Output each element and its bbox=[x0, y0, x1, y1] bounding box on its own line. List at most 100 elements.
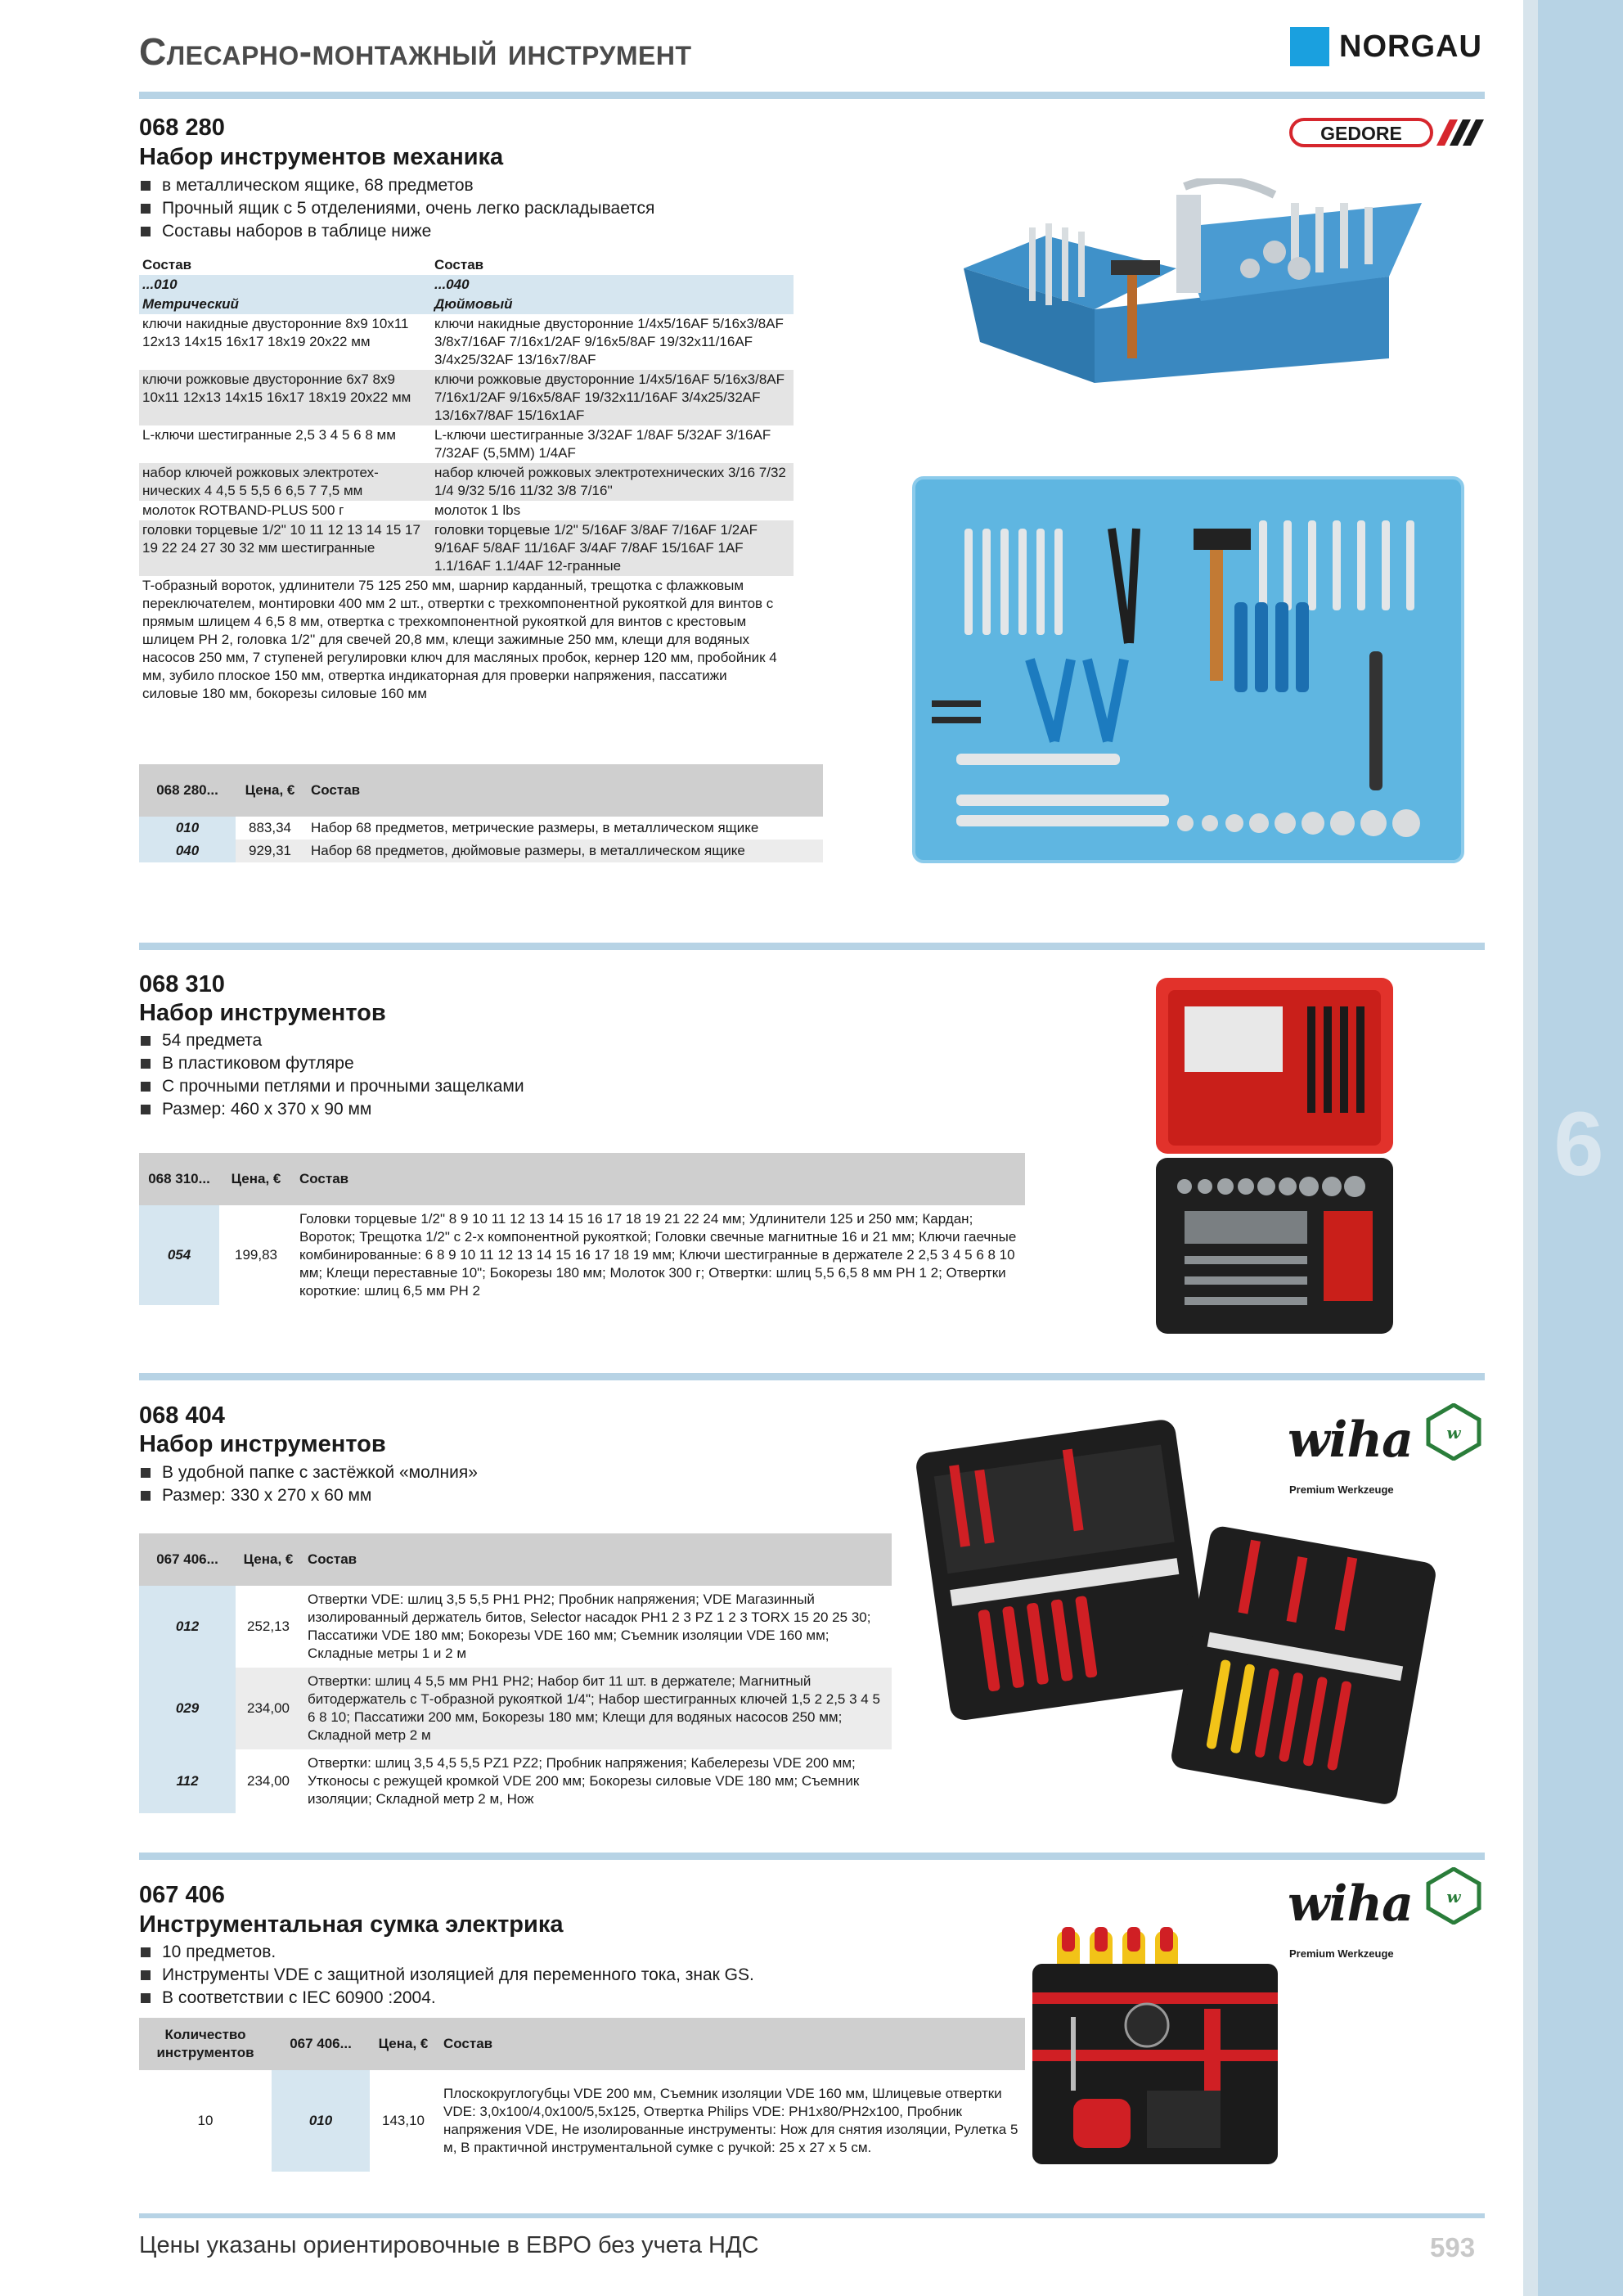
norgau-logo-text: NORGAU bbox=[1339, 29, 1482, 64]
feature-list: 10 предметов. Инструменты VDE с защитной… bbox=[139, 1941, 998, 2010]
price-value: 929,31 bbox=[236, 840, 304, 862]
comp-cell: ключи накидные двусторонние 8x9 10x11 12… bbox=[142, 316, 409, 349]
comp-common: T-образный вороток, удлинители 75 125 25… bbox=[142, 578, 777, 701]
price-value: 199,83 bbox=[235, 1247, 277, 1263]
section-rule bbox=[139, 1853, 1485, 1860]
section-rule bbox=[139, 943, 1485, 950]
feature-item: Прочный ящик с 5 отделениями, очень легк… bbox=[139, 197, 875, 220]
wiha-logo: wiha w Premium Werkzeuge bbox=[1288, 1403, 1484, 1496]
product-title: Набор инструментов bbox=[139, 1000, 386, 1026]
variant-desc: Отвертки VDE: шлиц 3,5 5,5 PH1 PH2; Проб… bbox=[308, 1591, 871, 1661]
variant-desc: Отвертки: шлиц 3,5 4,5 5,5 PZ1 PZ2; Проб… bbox=[308, 1755, 860, 1807]
comp-variant-right: ...040 bbox=[431, 275, 794, 295]
price-value: 143,10 bbox=[382, 2113, 425, 2128]
section-rule bbox=[139, 1373, 1485, 1380]
price-head-price: Цена, € bbox=[236, 764, 304, 817]
feature-list: 54 предмета В пластиковом футляре С проч… bbox=[139, 1029, 875, 1121]
comp-cell: молоток ROTBAND-PLUS 500 г bbox=[142, 502, 344, 518]
price-table: 068 280... Цена, € Состав 010 883,34 Наб… bbox=[139, 764, 823, 862]
page-number: 593 bbox=[1430, 2232, 1476, 2262]
feature-item: В пластиковом футляре bbox=[139, 1052, 875, 1075]
price-value: 234,00 bbox=[247, 1773, 290, 1789]
price-table: Количество инструментов 067 406... Цена,… bbox=[139, 2018, 1025, 2172]
price-value: 252,13 bbox=[247, 1618, 290, 1634]
comp-cell: головки торцевые 1/2" 10 11 12 13 14 15 … bbox=[139, 520, 431, 576]
tool-layout-image bbox=[912, 476, 1464, 863]
comp-cell: головки торцевые 1/2" 5/16AF 3/8AF 7/16A… bbox=[431, 520, 794, 576]
wiha-logo-text: wiha bbox=[1288, 1411, 1414, 1469]
feature-item: В соответствии с IEC 60900 :2004. bbox=[139, 1987, 998, 2010]
feature-item: в металлическом ящике, 68 предметов bbox=[139, 174, 875, 197]
comp-type-right: Дюймовый bbox=[431, 295, 794, 314]
variant-desc: Головки торцевые 1/2" 8 9 10 11 12 13 14… bbox=[299, 1211, 1017, 1299]
product-code: 068 310 bbox=[139, 971, 225, 997]
price-head-price: Цена, € bbox=[219, 1153, 293, 1205]
composition-table: Состав Состав ...010 ...040 Метрический … bbox=[139, 255, 794, 704]
variant-desc: Отвертки: шлиц 4 5,5 мм PH1 PH2; Набор б… bbox=[301, 1668, 892, 1749]
variant-code: 012 bbox=[139, 1586, 236, 1668]
wiha-badge-icon: w bbox=[1426, 1867, 1481, 1925]
feature-list: В удобной папке с застёжкой «молния» Раз… bbox=[139, 1461, 875, 1507]
electrician-bag-image bbox=[1024, 1927, 1294, 2172]
price-value: 234,00 bbox=[236, 1668, 301, 1749]
feature-item: Составы наборов в таблице ниже bbox=[139, 220, 875, 243]
price-head-code: 068 310... bbox=[139, 1153, 219, 1205]
comp-variant-left: ...010 bbox=[139, 275, 431, 295]
price-head-desc: Состав bbox=[437, 2018, 1025, 2070]
price-head-price: Цена, € bbox=[370, 2018, 437, 2070]
comp-head-left: Состав bbox=[142, 257, 192, 272]
feature-item: С прочными петлями и прочными защелками bbox=[139, 1075, 875, 1098]
header-rule bbox=[139, 92, 1485, 99]
price-table: 068 310... Цена, € Состав 054 199,83 Гол… bbox=[139, 1153, 1025, 1305]
product-code: 068 404 bbox=[139, 1402, 225, 1429]
metal-toolbox-image bbox=[931, 178, 1438, 448]
product-title: Набор инструментов механика bbox=[139, 144, 504, 170]
comp-type-left: Метрический bbox=[139, 295, 431, 314]
comp-cell: набор ключей рожковых электротехнических… bbox=[431, 463, 794, 501]
norgau-logo-square bbox=[1290, 27, 1329, 66]
wiha-logo-text: wiha bbox=[1288, 1875, 1414, 1933]
variant-code: 010 bbox=[139, 817, 236, 840]
price-head-qty: Количество инструментов bbox=[139, 2018, 272, 2070]
variant-code: 029 bbox=[139, 1668, 236, 1749]
wiha-logo: wiha w Premium Werkzeuge bbox=[1288, 1867, 1484, 1960]
side-strip bbox=[1523, 0, 1623, 2296]
wiha-tagline: Premium Werkzeuge bbox=[1289, 1947, 1394, 1960]
page-title: Слесарно-монтажный инструмент bbox=[139, 30, 692, 73]
feature-item: Размер: 460 x 370 x 90 мм bbox=[139, 1098, 875, 1121]
price-value: 883,34 bbox=[249, 820, 291, 835]
price-table: 067 406... Цена, € Состав 012 252,13 Отв… bbox=[139, 1533, 892, 1813]
tool-count: 10 bbox=[197, 2113, 214, 2128]
comp-cell: ключи рожковые двусторонние 6x7 8x9 10x1… bbox=[139, 370, 431, 425]
variant-desc: Набор 68 предметов, дюймовые размеры, в … bbox=[304, 840, 823, 862]
comp-cell: ключи накидные двусторонние 1/4x5/16AF 5… bbox=[434, 316, 784, 367]
feature-item: Инструменты VDE с защитной изоляцией для… bbox=[139, 1964, 998, 1987]
svg-text:w: w bbox=[1446, 1423, 1461, 1443]
feature-list: в металлическом ящике, 68 предметов Проч… bbox=[139, 174, 875, 243]
feature-item: 54 предмета bbox=[139, 1029, 875, 1052]
price-head-code: 068 280... bbox=[139, 764, 236, 817]
price-head-desc: Состав bbox=[301, 1533, 892, 1586]
variant-code: 112 bbox=[139, 1749, 236, 1813]
feature-item: Размер: 330 x 270 x 60 мм bbox=[139, 1484, 875, 1507]
price-note: Цены указаны ориентировочные в ЕВРО без … bbox=[139, 2232, 759, 2258]
comp-cell: ключи рожковые двусторонние 1/4x5/16AF 5… bbox=[431, 370, 794, 425]
price-head-desc: Состав bbox=[304, 764, 823, 817]
product-title: Инструментальная сумка электрика bbox=[139, 1911, 564, 1938]
price-head-desc: Состав bbox=[293, 1153, 1025, 1205]
svg-text:w: w bbox=[1446, 1887, 1461, 1907]
variant-code: 054 bbox=[139, 1205, 219, 1305]
product-code: 068 280 bbox=[139, 115, 225, 141]
comp-cell: молоток 1 lbs bbox=[434, 502, 521, 518]
price-head-code: 067 406... bbox=[139, 1533, 236, 1586]
plastic-case-image bbox=[1152, 974, 1397, 1342]
wiha-badge-icon: w bbox=[1426, 1403, 1481, 1461]
wiha-tagline: Premium Werkzeuge bbox=[1289, 1483, 1394, 1496]
variant-code: 040 bbox=[139, 840, 236, 862]
footer-rule bbox=[139, 2213, 1485, 2218]
variant-code: 010 bbox=[272, 2070, 370, 2172]
price-head-code: 067 406... bbox=[272, 2018, 370, 2070]
feature-item: В удобной папке с застёжкой «молния» bbox=[139, 1461, 875, 1484]
feature-item: 10 предметов. bbox=[139, 1941, 998, 1964]
product-code: 067 406 bbox=[139, 1882, 225, 1908]
